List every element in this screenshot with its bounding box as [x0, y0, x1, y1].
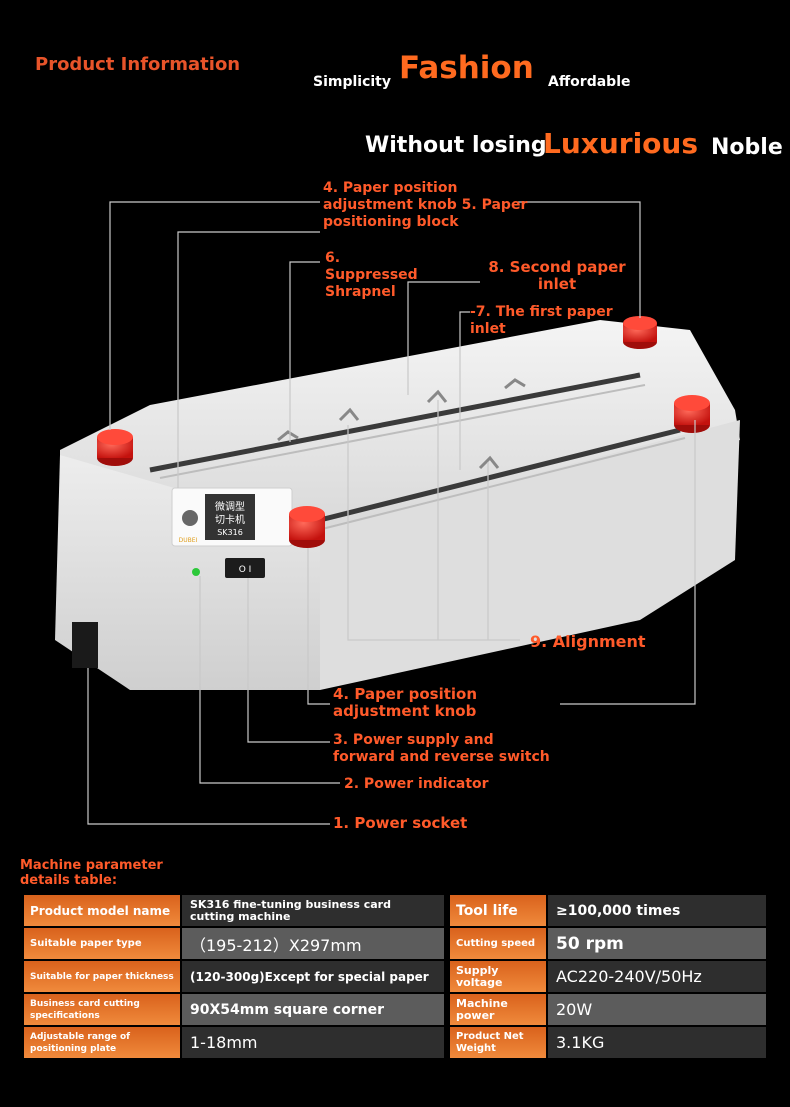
- knob-front-icon: [289, 506, 325, 548]
- callout-first-inlet: -7. The first paper inlet: [470, 304, 613, 337]
- tagline-affordable: Affordable: [548, 74, 631, 90]
- tagline-luxurious: Luxurious: [543, 127, 699, 160]
- spec-key: Suitable for paper thickness: [24, 961, 180, 992]
- spec-key: Supply voltage: [450, 961, 546, 992]
- machine-top-surface: [60, 320, 740, 540]
- callout-power-socket: 1. Power socket: [333, 814, 468, 832]
- spec-value: 90X54mm square corner: [182, 994, 444, 1025]
- power-socket-icon: [72, 622, 98, 668]
- callout-power-indicator: 2. Power indicator: [344, 776, 489, 792]
- tagline-fashion: Fashion: [399, 50, 534, 86]
- knob-right-back-icon: [623, 316, 657, 349]
- spec-value: ≥100,000 times: [548, 895, 766, 926]
- callout-power-switch: 3. Power supply and forward and reverse …: [333, 732, 550, 765]
- spec-key: Product model name: [24, 895, 180, 926]
- spec-key: Adjustable range of positioning plate: [24, 1027, 180, 1058]
- paper-slot-second: [149, 372, 641, 473]
- brand-logo-icon: [182, 510, 198, 526]
- knob-left-back-icon: [97, 429, 133, 466]
- badge-line1: 微调型: [215, 500, 245, 513]
- tagline-simplicity: Simplicity: [313, 74, 392, 90]
- table-title: Machine parameter details table:: [20, 858, 163, 888]
- spec-value: AC220-240V/50Hz: [548, 961, 766, 992]
- spec-key: Tool life: [450, 895, 546, 926]
- tagline-noble: Noble: [711, 135, 783, 160]
- leader-lines: [87, 201, 696, 825]
- callout-positioning-knob-block: 4. Paper position adjustment knob 5. Pap…: [323, 180, 528, 230]
- tagline-without-losing: Without losing: [365, 133, 547, 158]
- badge-line2: 切卡机: [215, 513, 245, 526]
- badge-model: SK316: [217, 528, 243, 537]
- spec-value: （195-212）X297mm: [182, 928, 444, 959]
- spec-key: Cutting speed: [450, 928, 546, 959]
- machine-illustration: 微调型 切卡机 SK316 DUBEI O I: [55, 201, 740, 825]
- callout-suppressed-shrapnel: 6. Suppressed Shrapnel: [325, 250, 418, 300]
- spec-value: 20W: [548, 994, 766, 1025]
- paper-slot-first: [299, 427, 681, 528]
- callout-second-inlet: 8. Second paper inlet: [488, 258, 626, 293]
- callout-alignment: 9. Alignment: [530, 632, 646, 651]
- section-title: Product Information: [35, 54, 241, 75]
- spec-value: 50 rpm: [548, 928, 766, 959]
- switch-label: O I: [239, 565, 252, 575]
- spec-value: (120-300g)Except for special paper: [182, 961, 444, 992]
- machine-right-face: [320, 420, 740, 690]
- callout-adjustment-knob: 4. Paper position adjustment knob: [333, 685, 478, 720]
- power-switch: [225, 558, 265, 578]
- spec-key: Suitable paper type: [24, 928, 180, 959]
- knob-right-front-icon: [674, 395, 710, 433]
- spec-key: Machine power: [450, 994, 546, 1025]
- spec-value: SK316 fine-tuning business card cutting …: [182, 895, 444, 926]
- spec-value: 1-18mm: [182, 1027, 444, 1058]
- spec-key: Product Net Weight: [450, 1027, 546, 1058]
- brand-text: DUBEI: [179, 537, 198, 544]
- power-indicator-icon: [192, 568, 200, 576]
- spec-value: 3.1KG: [548, 1027, 766, 1058]
- spec-key: Business card cutting specifications: [24, 994, 180, 1025]
